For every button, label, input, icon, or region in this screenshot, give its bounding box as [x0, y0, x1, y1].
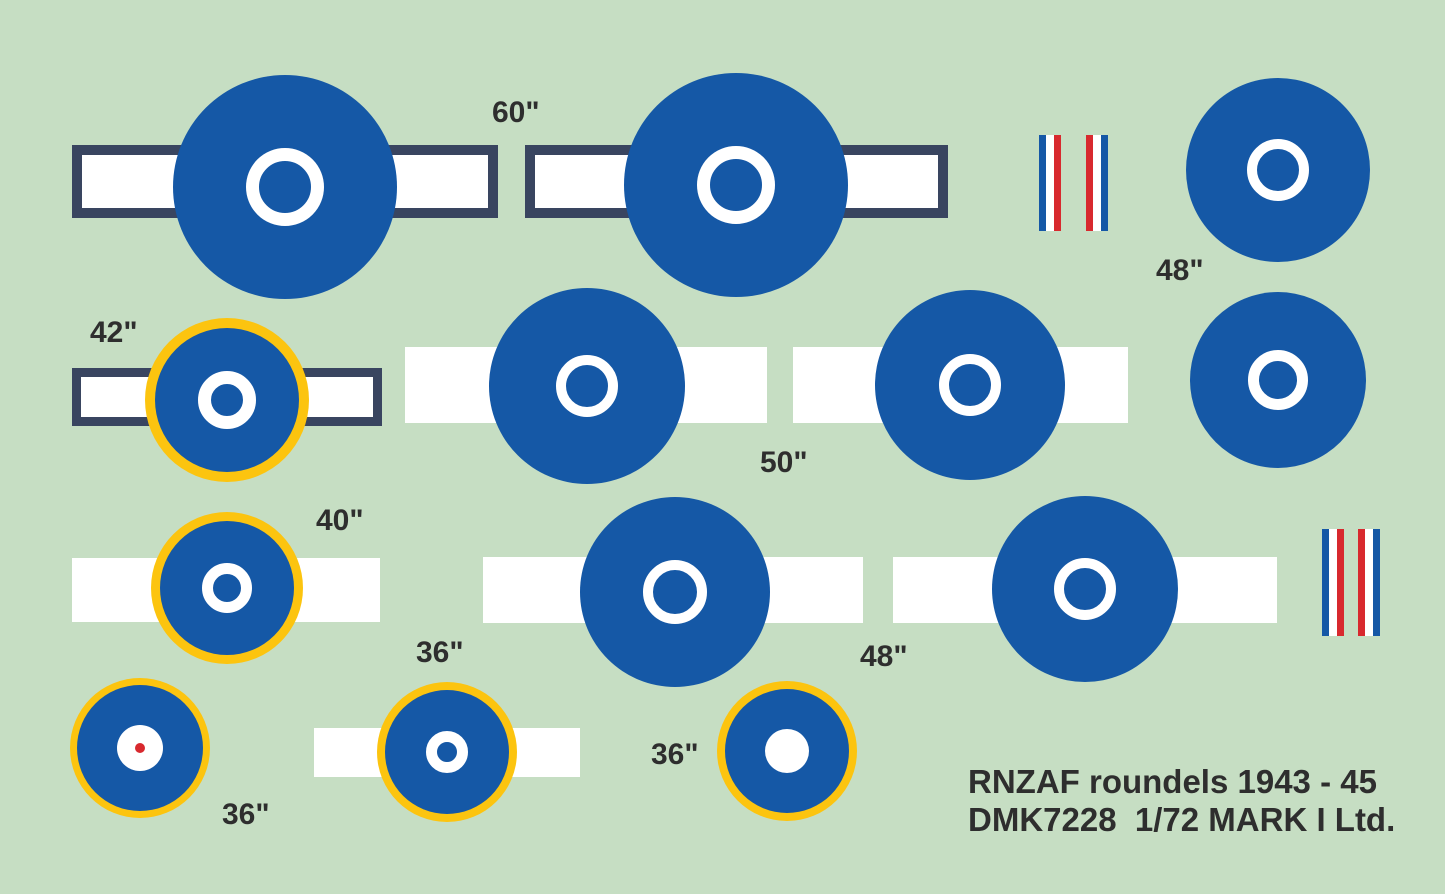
- roundel-centre-ring: [939, 354, 1001, 416]
- size-label-60in: 60": [492, 96, 540, 129]
- size-label-40in: 40": [316, 504, 364, 537]
- roundel-48in-row1-right: [1186, 78, 1370, 262]
- roundel-36in-white-centre: [717, 681, 857, 821]
- roundel-blue-disc: [160, 521, 294, 655]
- roundel-centre-ring: [426, 731, 468, 773]
- flash-stripe-white: [1046, 135, 1054, 231]
- roundel-centre-thick-ring: [198, 371, 256, 429]
- flash-stripe-blue: [1372, 529, 1380, 636]
- roundel-centre-ring: [246, 148, 324, 226]
- size-label-36in-left: 36": [222, 798, 270, 831]
- roundel-42in-yellow-ring: [145, 318, 309, 482]
- size-label-36in-right: 36": [651, 738, 699, 771]
- roundel-48in-row2-right: [1190, 292, 1366, 468]
- roundel-blue-disc: [725, 689, 849, 813]
- flash-stripe-blue: [1039, 135, 1047, 231]
- flash-stripe-red: [1336, 529, 1344, 636]
- roundel-36in-red-dot: [70, 678, 210, 818]
- flash-stripe-red: [1053, 135, 1061, 231]
- flash-stripe-white: [1365, 529, 1373, 636]
- roundel-blue-disc: [77, 685, 203, 811]
- roundel-centre-ring: [1054, 558, 1116, 620]
- roundel-36in-with-bar: [377, 682, 517, 822]
- flash-stripe-blue: [1100, 135, 1108, 231]
- flash-stripe-red: [1358, 529, 1366, 636]
- roundel-centre-ring: [643, 560, 707, 624]
- size-label-36in-mid: 36": [416, 636, 464, 669]
- flash-stripe-white: [1093, 135, 1101, 231]
- size-label-48in-row1: 48": [1156, 254, 1204, 287]
- roundel-blue-disc: [385, 690, 509, 814]
- fin-flash-blue-white-red-top: [1039, 135, 1061, 231]
- fin-flash-red-white-blue-mid: [1358, 529, 1380, 636]
- flash-stripe-red: [1086, 135, 1094, 231]
- roundel-centre-red-dot: [135, 743, 145, 753]
- roundel-centre-ring: [1248, 350, 1308, 410]
- roundel-50in-right: [875, 290, 1065, 480]
- roundel-48in-row3-right: [992, 496, 1178, 682]
- roundel-centre-white-disc: [117, 725, 163, 771]
- roundel-60in-right: [624, 73, 848, 297]
- roundel-40in-yellow-ring: [151, 512, 303, 664]
- size-label-42in: 42": [90, 316, 138, 349]
- roundel-50in-left: [489, 288, 685, 484]
- roundel-centre-white-disc: [765, 729, 809, 773]
- flash-stripe-blue: [1322, 529, 1330, 636]
- product-code: DMK7228 1/72 MARK I Ltd.: [968, 801, 1396, 838]
- roundel-centre-ring: [1247, 139, 1309, 201]
- roundel-centre-ring: [697, 146, 775, 224]
- roundel-blue-disc: [155, 328, 299, 472]
- roundel-centre-thick-ring: [202, 563, 252, 613]
- roundel-centre-ring: [556, 355, 618, 417]
- roundel-60in-left: [173, 75, 397, 299]
- size-label-50in: 50": [760, 446, 808, 479]
- roundel-48in-row3-mid: [580, 497, 770, 687]
- fin-flash-blue-white-red-mid: [1322, 529, 1344, 636]
- size-label-48in-row3: 48": [860, 640, 908, 673]
- fin-flash-red-white-blue-top: [1086, 135, 1108, 231]
- product-title: RNZAF roundels 1943 - 45: [968, 763, 1377, 800]
- flash-stripe-white: [1329, 529, 1337, 636]
